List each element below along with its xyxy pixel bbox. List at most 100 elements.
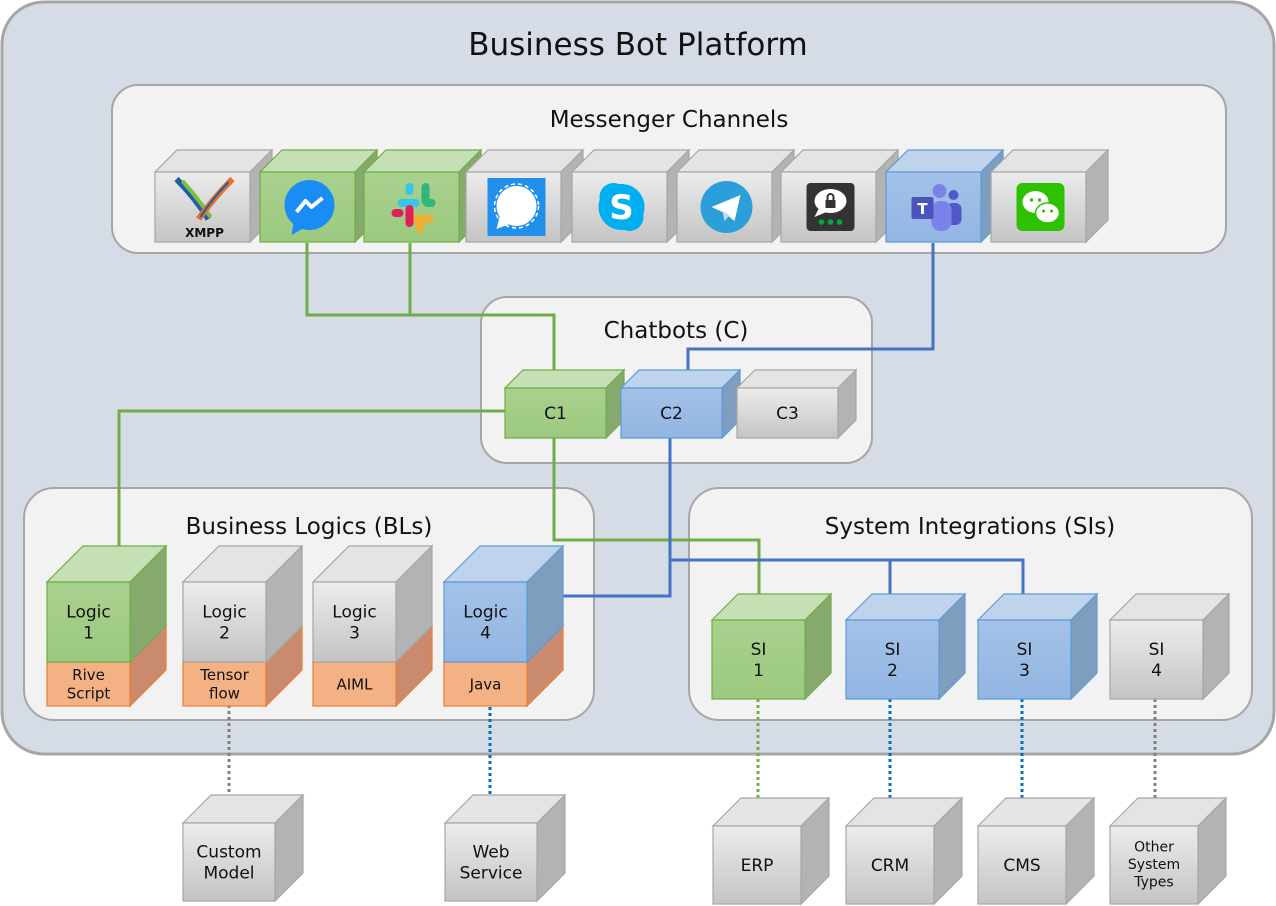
messenger-icon bbox=[284, 180, 335, 235]
channel-threema[interactable] bbox=[779, 148, 900, 244]
cube-label: AIML bbox=[337, 675, 374, 693]
cube-label: Other bbox=[1134, 839, 1174, 855]
system-integration-1[interactable]: SI1 bbox=[710, 592, 833, 701]
system-integration-3[interactable]: SI3 bbox=[976, 592, 1099, 701]
cube-label: C2 bbox=[660, 404, 683, 424]
link-c2-to-logic4 bbox=[563, 438, 672, 598]
wechat-icon bbox=[1016, 183, 1065, 231]
chatbots-title: Chatbots (C) bbox=[604, 318, 749, 344]
cube-label: Script bbox=[67, 685, 111, 703]
cube-label: Logic bbox=[66, 602, 110, 622]
cube-label: System bbox=[1128, 857, 1180, 873]
cube-label: C1 bbox=[544, 404, 567, 424]
channel-wechat[interactable] bbox=[989, 148, 1110, 244]
link-c1-to-si1 bbox=[552, 438, 761, 620]
cube-label: SI bbox=[1017, 640, 1033, 660]
cube-front-face bbox=[845, 619, 940, 700]
cube-top-face bbox=[503, 369, 626, 389]
messenger-channels-title: Messenger Channels bbox=[550, 107, 789, 133]
channel-teams[interactable]: T bbox=[884, 148, 1005, 244]
cube-front-face bbox=[712, 825, 802, 905]
cube-front-face bbox=[977, 619, 1072, 700]
chatbot-c3[interactable]: C3 bbox=[735, 368, 858, 440]
telegram-icon bbox=[700, 181, 753, 233]
system-integration-2[interactable]: SI2 bbox=[844, 592, 967, 701]
cube-label: Tensor bbox=[199, 666, 249, 684]
external-cms[interactable]: CMS bbox=[976, 796, 1096, 906]
system-integrations-title: System Integrations (SIs) bbox=[825, 514, 1115, 540]
cube-label: Logic bbox=[463, 602, 507, 622]
cube-label: Rive bbox=[72, 666, 105, 684]
link-c1-to-logic1 bbox=[117, 409, 505, 558]
external-crm[interactable]: CRM bbox=[844, 796, 964, 906]
cube-label: Model bbox=[203, 864, 254, 884]
cube-label: CMS bbox=[1003, 856, 1040, 876]
xmpp-icon: XMPP bbox=[174, 176, 235, 240]
cube-front-face bbox=[312, 661, 397, 707]
cube-front-face bbox=[443, 581, 528, 663]
chatbot-c1[interactable]: C1 bbox=[503, 368, 626, 440]
cube-front-face bbox=[736, 387, 839, 439]
external-erp[interactable]: ERP bbox=[711, 796, 831, 906]
skype-letter: S bbox=[609, 188, 634, 228]
cube-front-face bbox=[443, 661, 528, 707]
signal-icon bbox=[487, 178, 546, 236]
cube-front-face bbox=[977, 825, 1067, 905]
cube-label: 2 bbox=[219, 624, 230, 644]
logic-block bbox=[442, 544, 565, 664]
cube-label: 1 bbox=[753, 661, 764, 681]
cube-front-face bbox=[182, 661, 267, 707]
channel-xmpp[interactable]: XMPP bbox=[153, 148, 274, 244]
cube-label: Types bbox=[1133, 874, 1173, 890]
cube-label: SI bbox=[885, 640, 901, 660]
cube-label: Custom bbox=[196, 842, 261, 862]
channel-telegram[interactable] bbox=[675, 148, 796, 244]
cube-label: 3 bbox=[1019, 661, 1030, 681]
link-messenger-to-c1 bbox=[305, 243, 556, 370]
cube-label: 2 bbox=[887, 661, 898, 681]
cube-label: CRM bbox=[871, 856, 909, 876]
slack-icon bbox=[391, 183, 436, 233]
cube-front-face bbox=[711, 619, 806, 700]
cube-front-face bbox=[312, 581, 397, 663]
cube-label: 4 bbox=[1151, 661, 1162, 681]
cube-front-face bbox=[182, 581, 267, 663]
cube-label: Service bbox=[460, 864, 523, 884]
channel-skype[interactable]: S bbox=[570, 148, 691, 244]
cube-front-face bbox=[504, 387, 607, 439]
cube-front-face bbox=[845, 825, 935, 905]
cube-label: Logic bbox=[332, 602, 376, 622]
cube-label: C3 bbox=[776, 404, 799, 424]
channel-signal[interactable] bbox=[464, 148, 585, 244]
cube-label: 4 bbox=[480, 624, 491, 644]
system-integration-4[interactable]: SI4 bbox=[1108, 592, 1231, 701]
cube-label: Java bbox=[469, 675, 502, 693]
platform-title: Business Bot Platform bbox=[468, 27, 808, 63]
threema-icon bbox=[806, 183, 855, 231]
cube-front-face bbox=[444, 822, 538, 902]
cube-front-face bbox=[1109, 825, 1199, 905]
channel-slack[interactable] bbox=[362, 148, 483, 244]
logic-block bbox=[181, 544, 304, 664]
cube-front-face bbox=[46, 661, 131, 707]
cube-front-face bbox=[620, 387, 723, 439]
cube-label: 3 bbox=[349, 624, 360, 644]
channel-messenger[interactable] bbox=[258, 148, 379, 244]
cube-label: Logic bbox=[202, 602, 246, 622]
link-teams-to-c2 bbox=[686, 243, 935, 370]
cube-label: ERP bbox=[741, 856, 774, 876]
cube-front-face bbox=[1109, 619, 1204, 700]
teams-letter: T bbox=[917, 200, 928, 218]
business-logics-title: Business Logics (BLs) bbox=[186, 514, 433, 540]
logic-block bbox=[311, 544, 434, 664]
chatbot-c2[interactable]: C2 bbox=[619, 368, 742, 440]
